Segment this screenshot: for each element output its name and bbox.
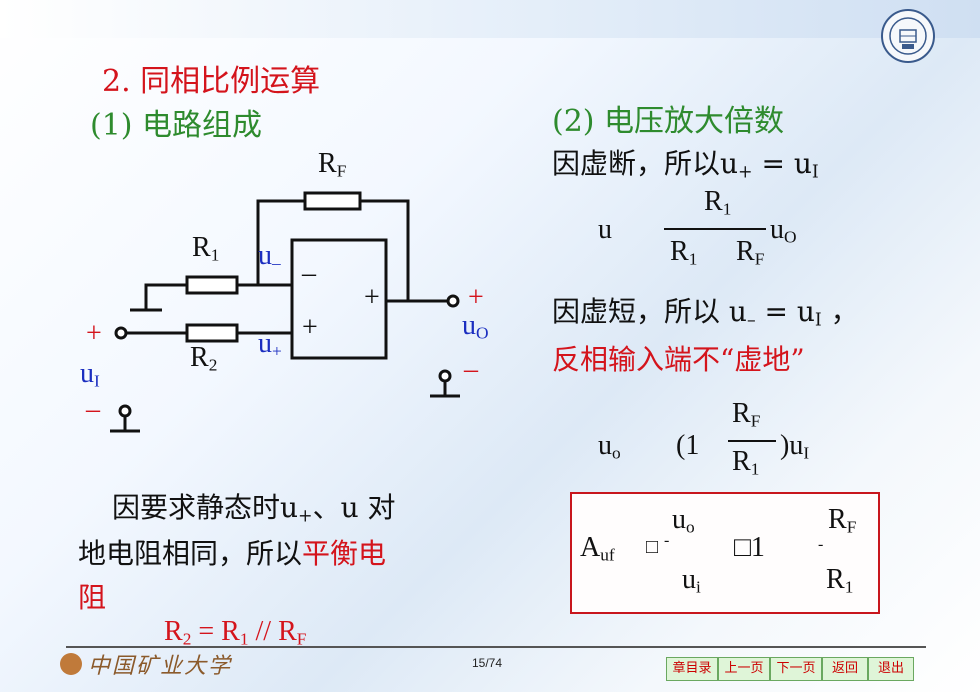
eq1-rhs: uO [770, 214, 797, 247]
nav-previous-page-button[interactable]: 上一页 [718, 657, 770, 681]
opamp-minus-sign: – [302, 258, 316, 289]
circuit-diagram [110, 191, 460, 433]
eq2-numerator: RF [732, 398, 761, 431]
university-emblem-icon [881, 9, 935, 63]
section-gain-title: (2) 电压放大倍数 [552, 104, 785, 139]
footer-logo-text: 中国矿业大学 [88, 654, 233, 679]
rf-resistor [303, 191, 362, 211]
input-terminal-plus [114, 326, 128, 340]
virtual-short-line: 因虚短，所以 u– = uI ， [552, 295, 859, 331]
formula-one: □1 [734, 532, 765, 563]
output-terminal-plus [446, 294, 460, 308]
eq2-lhs: uo [598, 430, 621, 463]
rf-label: RF [318, 148, 347, 181]
r2-label: R2 [190, 342, 218, 375]
ground-wire [144, 283, 187, 310]
input-minus-sign: – [86, 394, 100, 425]
eq1-lhs: u [598, 214, 612, 245]
eq2-fraction-bar [728, 440, 776, 442]
r2-resistor [185, 323, 239, 343]
balance-resistor-formula: R2 = R1 // RF [164, 616, 307, 649]
gain-formula-box [570, 492, 880, 614]
footer-divider [66, 646, 926, 648]
uo-label: uO [462, 310, 489, 343]
header-band [0, 0, 980, 38]
opamp-box [290, 238, 388, 360]
formula-lhs: Auf [580, 532, 615, 565]
u-plus-label: u+ [258, 328, 282, 361]
page-number: 15/74 [472, 656, 503, 670]
input-terminal-minus [118, 404, 132, 418]
formula-box-glyph-1: □ [646, 536, 659, 558]
formula-r1: R1 [826, 564, 854, 597]
opamp-plus-sign: + [302, 312, 318, 343]
feedback-wire-right [360, 199, 410, 301]
formula-rf: RF [828, 504, 857, 537]
eq1-numerator: R1 [704, 186, 732, 219]
footer-logo-icon [60, 653, 82, 675]
feedback-wire [256, 199, 305, 285]
note-line-3: 阻 [78, 581, 107, 614]
nav-next-page-button[interactable]: 下一页 [770, 657, 822, 681]
formula-numerator: uo [672, 504, 695, 537]
virtual-open-line: 因虚断，所以u+ = uI [552, 147, 819, 183]
input-plus-sign: + [86, 318, 102, 349]
note-line-1: 因要求静态时u+、u 对 [112, 491, 396, 527]
r1-resistor [185, 275, 239, 295]
output-terminal-minus [438, 369, 452, 383]
eq2-tail: )uI [780, 430, 810, 463]
output-minus-sign: – [464, 354, 478, 385]
u-minus-label: u– [258, 240, 281, 273]
section-circuit-title: (1) 电路组成 [90, 108, 263, 143]
page-heading: 2. 同相比例运算 [102, 56, 320, 100]
eq2-denominator: R1 [732, 446, 760, 479]
formula-denominator: ui [682, 564, 701, 597]
nav-back-button[interactable]: 返回 [822, 657, 868, 681]
eq1-denominator-b: RF [736, 236, 765, 269]
r1-label: R1 [192, 232, 220, 265]
heading-title: 同相比例运算 [140, 64, 321, 99]
ui-label: uI [80, 358, 100, 391]
heading-number: 2. [102, 64, 131, 99]
eq1-denominator-a: R1 [670, 236, 698, 269]
eq2-paren: (1 [676, 430, 700, 461]
opamp-output-plus-sign: + [364, 282, 380, 313]
output-plus-sign: + [468, 282, 484, 313]
nav-exit-button[interactable]: 退出 [868, 657, 914, 681]
not-virtual-ground-line: 反相输入端不“虚地” [552, 343, 805, 376]
formula-dot-1: - [664, 532, 670, 549]
footer-logo: 中国矿业大学 [60, 648, 232, 680]
nav-chapter-contents-button[interactable]: 章目录 [666, 657, 718, 681]
formula-dot-2: - [818, 536, 824, 553]
note-line-2: 地电阻相同，所以平衡电 [78, 537, 387, 570]
eq1-fraction-bar [664, 228, 766, 230]
